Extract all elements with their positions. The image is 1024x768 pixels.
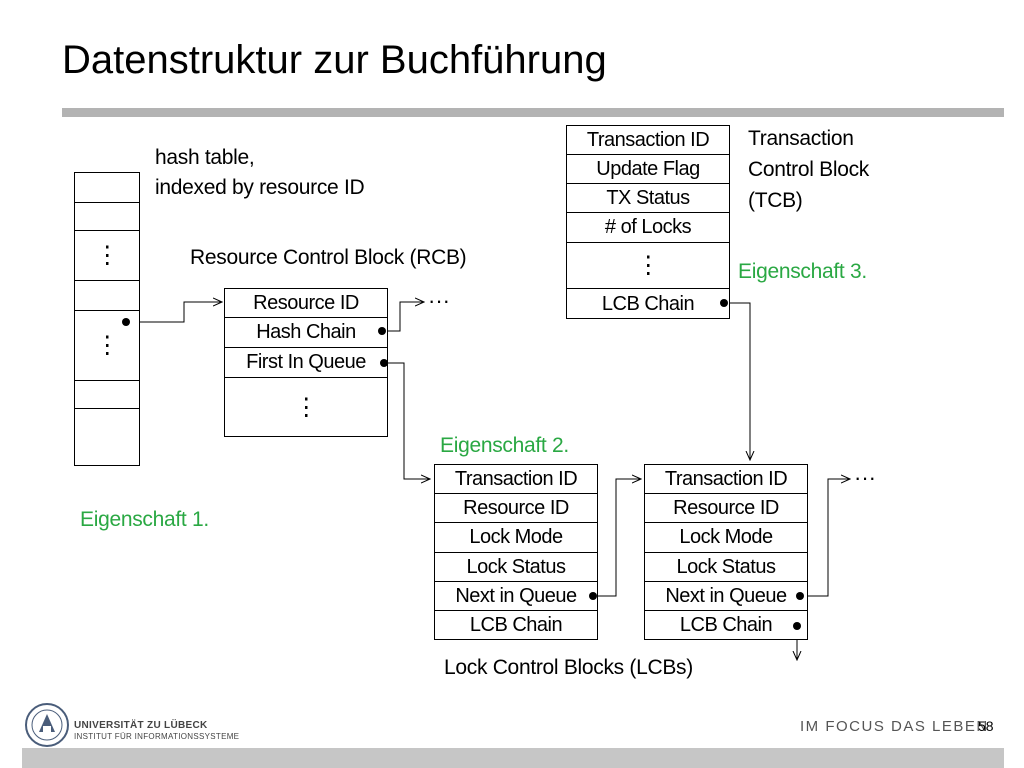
tcb-caption-line3: (TCB) xyxy=(748,189,803,212)
tcb-caption-line2: Control Block xyxy=(748,158,869,181)
property-3-label: Eigenschaft 3. xyxy=(738,260,867,283)
rcb-hash-chain-arrow xyxy=(382,302,424,332)
slide-title: Datenstruktur zur Buchführung xyxy=(62,38,607,82)
lcb2-row-lcb-chain: LCB Chain xyxy=(679,614,773,636)
tcb-lcb-chain-dot xyxy=(720,299,728,307)
lcb1-to-lcb2-arrow xyxy=(593,479,641,597)
lock-control-block-1: Transaction ID Resource ID Lock Mode Loc… xyxy=(434,464,598,640)
footer-bar xyxy=(22,748,1004,768)
tcb-row-transaction-id: Transaction ID xyxy=(567,126,729,155)
rcb-queue-to-lcb1-arrow xyxy=(384,362,430,479)
transaction-control-block: Transaction ID Update Flag TX Status # o… xyxy=(566,125,730,319)
lcb1-row-lcb-chain: LCB Chain xyxy=(469,614,563,636)
lcb2-row-resource-id: Resource ID xyxy=(645,494,807,523)
lcb2-row-transaction-id: Transaction ID xyxy=(645,465,807,494)
tcb-to-lcb2-arrow xyxy=(724,302,750,460)
tcb-row-tx-status: TX Status xyxy=(567,184,729,213)
resource-control-block: Resource ID Hash Chain First In Queue ⋮ xyxy=(224,288,388,437)
lcb2-next-ellipsis: ··· xyxy=(854,465,876,490)
hash-pointer-dot xyxy=(122,318,130,326)
hash-slot xyxy=(75,203,139,231)
rcb-queue-dot xyxy=(380,359,388,367)
lcb2-chain-dot xyxy=(793,622,801,630)
tcb-ellipsis: ⋮ xyxy=(567,243,729,289)
tcb-row-lcb-chain: LCB Chain xyxy=(601,293,695,315)
lcb1-row-lock-status: Lock Status xyxy=(435,553,597,582)
rcb-row-resource-id: Resource ID xyxy=(225,289,387,318)
university-seal-icon xyxy=(25,703,69,747)
lcb2-row-lock-mode: Lock Mode xyxy=(645,523,807,553)
lock-control-block-2: Transaction ID Resource ID Lock Mode Loc… xyxy=(644,464,808,640)
lcb1-next-dot xyxy=(589,592,597,600)
lcb2-row-lock-status: Lock Status xyxy=(645,553,807,582)
footer-slogan: IM FOCUS DAS LEBEN xyxy=(800,718,989,735)
institute-name: INSTITUT FÜR INFORMATIONSSYSTEME xyxy=(74,732,240,741)
lcb1-row-next-in-queue: Next in Queue xyxy=(435,582,597,611)
tcb-row-lock-count: # of Locks xyxy=(567,213,729,243)
hash-ellipsis: ⋮ xyxy=(75,231,139,281)
lcb2-next-dot xyxy=(796,592,804,600)
hash-slot xyxy=(75,381,139,409)
hash-slot xyxy=(75,173,139,203)
rcb-row-first-in-queue: First In Queue xyxy=(225,348,387,378)
title-underline xyxy=(62,108,1004,117)
rcb-next-ellipsis: ··· xyxy=(428,288,450,313)
rcb-hash-chain-dot xyxy=(378,327,386,335)
tcb-row-update-flag: Update Flag xyxy=(567,155,729,184)
page-number: 58 xyxy=(978,718,994,734)
lcbs-caption: Lock Control Blocks (LCBs) xyxy=(444,656,693,679)
hash-slot-pointer xyxy=(75,281,139,311)
hash-ellipsis: ⋮ xyxy=(75,311,139,381)
rcb-caption: Resource Control Block (RCB) xyxy=(190,246,467,269)
hash-table: ⋮ ⋮ xyxy=(74,172,140,466)
hash-slot xyxy=(75,409,139,467)
hash-table-label-line1: hash table, xyxy=(155,146,255,169)
hash-table-label-line2: indexed by resource ID xyxy=(155,176,365,199)
lcb1-row-resource-id: Resource ID xyxy=(435,494,597,523)
tcb-caption-line1: Transaction xyxy=(748,127,854,150)
lcb1-row-lock-mode: Lock Mode xyxy=(435,523,597,553)
lcb1-row-transaction-id: Transaction ID xyxy=(435,465,597,494)
rcb-row-hash-chain: Hash Chain xyxy=(225,318,387,348)
university-name: UNIVERSITÄT ZU LÜBECK xyxy=(74,720,208,731)
property-1-label: Eigenschaft 1. xyxy=(80,508,209,531)
property-2-label: Eigenschaft 2. xyxy=(440,434,569,457)
lcb2-row-next-in-queue: Next in Queue xyxy=(645,582,807,611)
hash-to-rcb-arrow xyxy=(126,302,222,323)
rcb-ellipsis: ⋮ xyxy=(294,394,318,421)
